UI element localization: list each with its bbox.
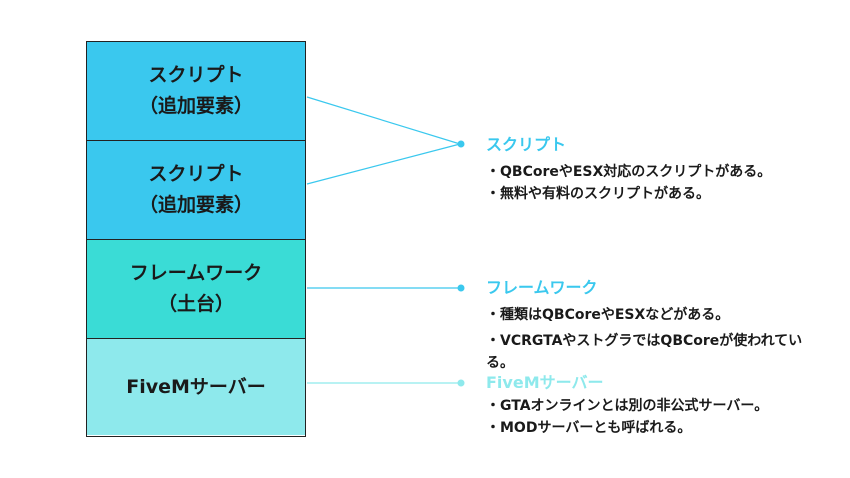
note-title: フレームワーク <box>486 278 598 297</box>
connector-script-2 <box>306 143 461 185</box>
note-script: スクリプト ・QBCoreやESX対応のスクリプトがある。 ・無料や有料のスクリ… <box>486 135 771 205</box>
connector-script-1 <box>306 96 461 145</box>
layer-framework: フレームワーク （土台） <box>87 239 305 338</box>
note-line: ・MODサーバーとも呼ばれる。 <box>486 420 692 436</box>
layer-stack: スクリプト （追加要素） スクリプト （追加要素） フレームワーク （土台） F… <box>86 41 306 437</box>
note-line: ・種類はQBCoreやESXなどがある。 <box>486 307 730 323</box>
note-title: スクリプト <box>486 135 567 154</box>
layer-subtitle: （追加要素） <box>138 194 253 216</box>
connector-dot-server <box>457 379 465 387</box>
layer-subtitle: （追加要素） <box>138 95 253 117</box>
layer-title: スクリプト <box>148 64 244 86</box>
note-line: ・無料や有料のスクリプトがある。 <box>486 186 710 202</box>
note-line: ・GTAオンラインとは別の非公式サーバー。 <box>486 398 769 414</box>
note-framework: フレームワーク ・種類はQBCoreやESXなどがある。 ・VCRGTAやストグ… <box>486 278 816 374</box>
connector-dot-framework <box>457 284 465 292</box>
layer-subtitle: （土台） <box>157 293 234 315</box>
layer-title: FiveMサーバー <box>126 375 266 398</box>
layer-script-2: スクリプト （追加要素） <box>87 140 305 239</box>
note-line: ・VCRGTAやストグラではQBCoreが使われている。 <box>486 333 803 371</box>
connector-dot-script <box>457 140 465 148</box>
note-line: ・QBCoreやESX対応のスクリプトがある。 <box>486 164 772 180</box>
note-fivem-server: FiveMサーバー ・GTAオンラインとは別の非公式サーバー。 ・MODサーバー… <box>486 373 768 439</box>
layer-script-1: スクリプト （追加要素） <box>87 42 305 140</box>
layer-title: フレームワーク <box>129 262 263 284</box>
layer-fivem-server: FiveMサーバー <box>87 338 305 435</box>
note-title: FiveMサーバー <box>486 373 604 392</box>
layer-title: スクリプト <box>148 163 244 185</box>
